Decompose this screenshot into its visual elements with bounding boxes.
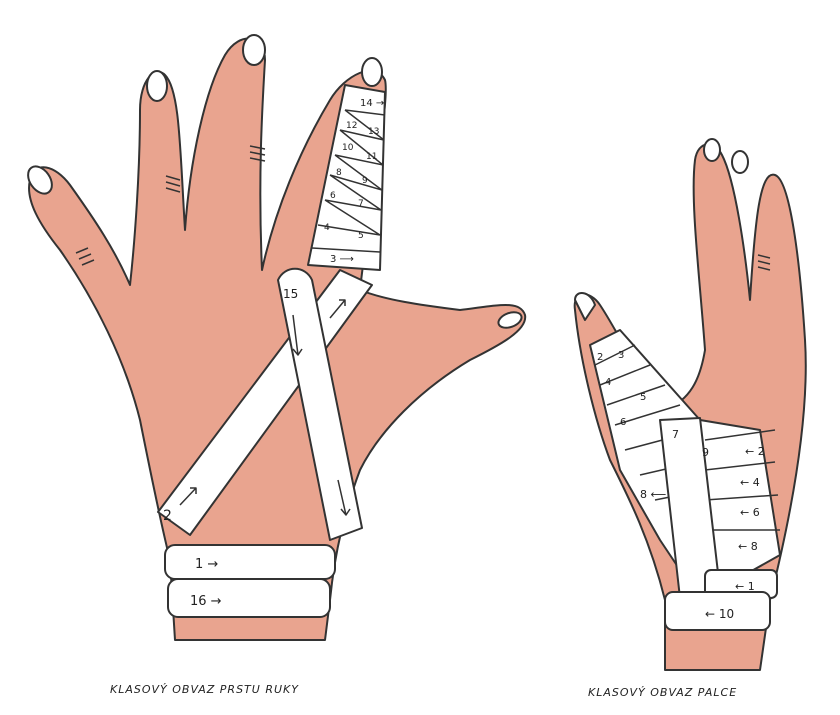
r-label-9: 9 xyxy=(702,446,709,459)
nail-index-left xyxy=(362,58,382,86)
fig-label-12: 12 xyxy=(346,121,357,131)
fig-label-13: 13 xyxy=(368,127,379,137)
r-label-b8: ← 8 xyxy=(738,540,758,553)
fig-label-5: 5 xyxy=(358,231,364,241)
strip-label-2: 2 xyxy=(163,508,172,524)
fig-label-7: 7 xyxy=(358,199,364,209)
r-label-6: 6 xyxy=(620,417,626,428)
r-label-b4: ← 4 xyxy=(740,476,760,489)
caption-left: KLASOVÝ OBVAZ PRSTU RUKY xyxy=(110,683,299,696)
r-label-3: 3 xyxy=(618,350,624,361)
r-label-5: 5 xyxy=(640,392,646,403)
r-label-4: 4 xyxy=(605,377,611,388)
r-label-7: 7 xyxy=(672,428,679,441)
r-label-b6: ← 6 xyxy=(740,506,760,519)
fig-label-8: 8 xyxy=(336,168,342,178)
r-label-2: 2 xyxy=(597,352,603,363)
fig-label-4: 4 xyxy=(324,223,330,233)
nail-finger1-right xyxy=(704,139,720,161)
left-hand: 14 → 12 13 10 11 8 9 6 7 4 5 3 ⟶ 2 15 1 … xyxy=(23,35,525,640)
fig-label-9: 9 xyxy=(362,176,368,186)
nail-middle-left xyxy=(243,35,265,65)
fig-label-14: 14 → xyxy=(360,98,384,109)
fig-label-6: 6 xyxy=(330,191,336,201)
strip-label-1: 1 → xyxy=(195,557,218,572)
right-hand: 2 3 4 5 6 7 8 ⟵ 9 ← 2 ← 4 ← 6 ← 8 ← 1 ← … xyxy=(575,139,806,670)
fig-label-3: 3 ⟶ xyxy=(330,254,354,265)
nail-ring-left xyxy=(147,71,167,101)
fig-label-10: 10 xyxy=(342,143,354,153)
r-label-10: ← 10 xyxy=(705,607,734,621)
nail-finger2-right xyxy=(732,151,748,173)
fig-label-11: 11 xyxy=(366,152,377,162)
wrist-band-1 xyxy=(165,545,335,579)
r-label-1: ← 1 xyxy=(735,580,755,593)
caption-right: KLASOVÝ OBVAZ PALCE xyxy=(588,686,737,699)
r-label-8: 8 ⟵ xyxy=(640,488,666,501)
strip-label-15: 15 xyxy=(283,287,298,301)
strip-label-16: 16 → xyxy=(190,594,222,609)
r-label-b2: ← 2 xyxy=(745,445,765,458)
